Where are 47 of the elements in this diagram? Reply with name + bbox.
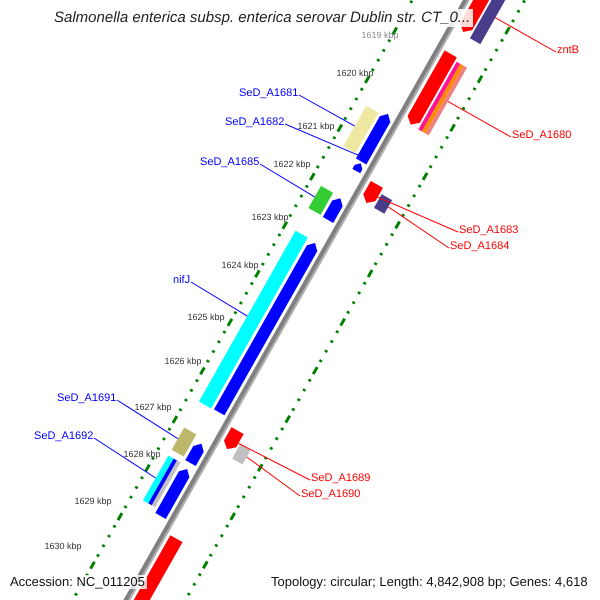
scale-label: 1629 kbp [74,497,112,507]
leader-line [238,442,310,480]
leader-line [377,196,458,232]
gene-label: SeD_A1691 [57,392,116,404]
leader-line [116,400,178,440]
gene-feature [343,106,378,154]
gene-label: SeD_A1681 [239,87,298,100]
gene-label: SeD_A1682 [225,116,284,128]
gene-feature [356,114,390,164]
leader-line [94,438,156,478]
scale-label: 1622 kbp [274,160,311,170]
accession-text: Accession: NC_011205 [8,575,147,590]
gene-feature [308,186,334,215]
gene-feature [232,444,252,465]
gene-label: SeD_A1683 [459,224,518,236]
scale-label: 1626 kbp [164,357,202,367]
gene-label: SeD_A1680 [512,129,572,142]
leader-line [260,164,316,198]
gene-feature [363,180,383,203]
gene-feature [374,194,392,214]
gene-label: SeD_A1685 [200,156,260,168]
scale-label: 1625 kbp [188,313,225,323]
title: Salmonella enterica subsp. enterica serovar Dublin str. CT_0... [51,8,474,27]
scale-label: 1619 kbp [362,31,399,41]
scale-label: 1621 kbp [298,122,335,132]
gene-label: SeD_A1690 [301,488,360,500]
gene-label: zntB [557,44,580,56]
gene-label: SeD_A1689 [311,472,370,484]
gene-feature [224,427,244,450]
leader-line [388,206,450,248]
scale-label: 1630 kbp [44,542,82,552]
gene-feature [172,428,196,457]
gene-label: SeD_A1692 [34,430,94,442]
scale-label: 1624 kbp [222,261,259,271]
leader-line [298,94,356,127]
scale-label: 1628 kbp [124,450,161,460]
scale-label: 1620 kbp [336,69,374,79]
genome-info-text: Topology: circular; Length: 4,842,908 bp; Genes: 4,618 [269,575,590,590]
leader-line [190,282,248,317]
scale-label: 1627 kbp [134,403,172,413]
gene-label: SeD_A1684 [450,240,510,252]
leader-line [494,17,556,52]
leader-line [447,100,512,138]
gene-label: nifJ [173,274,190,286]
leader-line [246,456,300,496]
scale-label: 1623 kbp [252,213,289,223]
leader-line [284,124,358,156]
